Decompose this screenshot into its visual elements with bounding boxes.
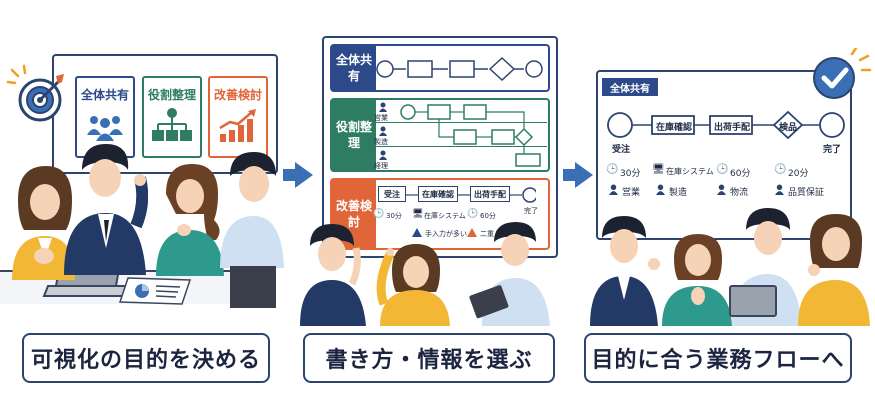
clock-icon: 🕒 — [467, 209, 479, 219]
next-step-arrow-1 — [283, 162, 313, 188]
person-icon — [717, 184, 726, 195]
warning-icon — [412, 228, 422, 237]
whiteboard-final-flow — [596, 70, 852, 240]
time-60: 60分 — [730, 169, 751, 179]
role-label-sales: 営業 — [374, 114, 388, 122]
warning-manual-input: 手入力が多い — [425, 230, 467, 238]
person-woman-yellow — [12, 166, 75, 280]
step-ship-box: 出荷手配 — [470, 186, 510, 202]
swimlane-flow-diagram — [400, 104, 541, 167]
person-man-blue-shirt — [220, 152, 284, 308]
owner-manufacturing: 製造 — [669, 188, 688, 198]
step-stock-label: 在庫確認 — [656, 123, 693, 133]
clock-icon: 🕒 — [716, 164, 729, 175]
time-label-60: 60分 — [480, 212, 496, 220]
growth-chart-icon — [219, 109, 256, 142]
end-label: 完了 — [524, 207, 538, 215]
person-icon — [609, 184, 618, 195]
time-30: 30分 — [620, 169, 641, 179]
time-label-30: 30分 — [386, 212, 402, 220]
system-label: 在庫システム — [424, 212, 466, 220]
person-icon — [379, 150, 387, 160]
card-improve: 改善検討 — [208, 76, 268, 158]
person-man-tablet — [469, 222, 550, 326]
swimlane-divider — [372, 122, 547, 123]
step-ship-label: 出荷手配 — [714, 123, 751, 133]
decision-inspect-label: 検品 — [779, 123, 798, 133]
person-woman-clapping — [662, 234, 732, 326]
person-woman-teal — [156, 164, 224, 276]
card-roles: 役割整理 — [142, 76, 202, 158]
org-chart-icon — [152, 108, 192, 141]
step-order-box: 受注 — [378, 186, 406, 202]
lane-roles-label: 役割整理 — [332, 100, 376, 170]
document-pie-chart-icon — [118, 277, 192, 305]
target-icon — [6, 64, 64, 122]
person-man-thumbs-up — [590, 216, 660, 326]
panel3-header-badge: 全体共有 — [602, 78, 658, 96]
system-label: 在庫システム — [666, 167, 714, 176]
person-icon — [656, 184, 665, 195]
people-group-icon — [87, 116, 123, 141]
time-20: 20分 — [788, 169, 809, 179]
owner-logistics: 物流 — [730, 188, 749, 198]
flow-connectors — [406, 187, 536, 203]
role-label-accounting: 経理 — [374, 162, 388, 170]
card-share-label: 全体共有 — [80, 88, 129, 102]
person-woman-fist — [798, 214, 870, 326]
clock-icon: 🕒 — [373, 209, 385, 219]
owner-qa: 品質保証 — [788, 188, 825, 198]
card-roles-label: 役割整理 — [147, 88, 196, 102]
step-stock-box: 在庫確認 — [418, 186, 458, 202]
swimlane-divider — [372, 146, 547, 147]
role-label-manufacturing: 製造 — [374, 138, 388, 146]
final-flow-diagram — [607, 110, 845, 140]
person-icon — [379, 126, 387, 136]
caption-step-1: 可視化の目的を決める — [22, 333, 270, 383]
person-icon — [775, 184, 784, 195]
lane-share-label: 全体共有 — [332, 46, 376, 90]
caption-step-3: 目的に合う業務フローへ — [584, 333, 852, 383]
lane-improve-label: 改善検討 — [332, 180, 376, 248]
card-improve-label: 改善検討 — [213, 88, 262, 102]
clock-icon: 🕒 — [774, 164, 787, 175]
end-label: 完了 — [823, 145, 842, 155]
start-label: 受注 — [612, 145, 631, 155]
warning-icon — [467, 228, 477, 237]
person-man-navy-suit — [64, 144, 148, 275]
flow-simple-diagram — [376, 56, 543, 82]
person-man-pointing — [300, 224, 366, 326]
clock-icon: 🕒 — [606, 164, 619, 175]
person-woman-yellow-pointing — [376, 244, 450, 326]
check-badge-icon — [813, 48, 872, 99]
owner-sales: 営業 — [622, 188, 641, 198]
person-icon — [379, 102, 387, 112]
monitor-icon: 🖥 — [412, 209, 424, 219]
next-step-arrow-2 — [563, 162, 593, 188]
monitor-icon: 🖥 — [652, 164, 665, 175]
caption-step-2: 書き方・情報を選ぶ — [303, 333, 555, 383]
person-man-laptop — [729, 208, 802, 326]
warning-double-input: 二重入力 — [480, 230, 508, 238]
